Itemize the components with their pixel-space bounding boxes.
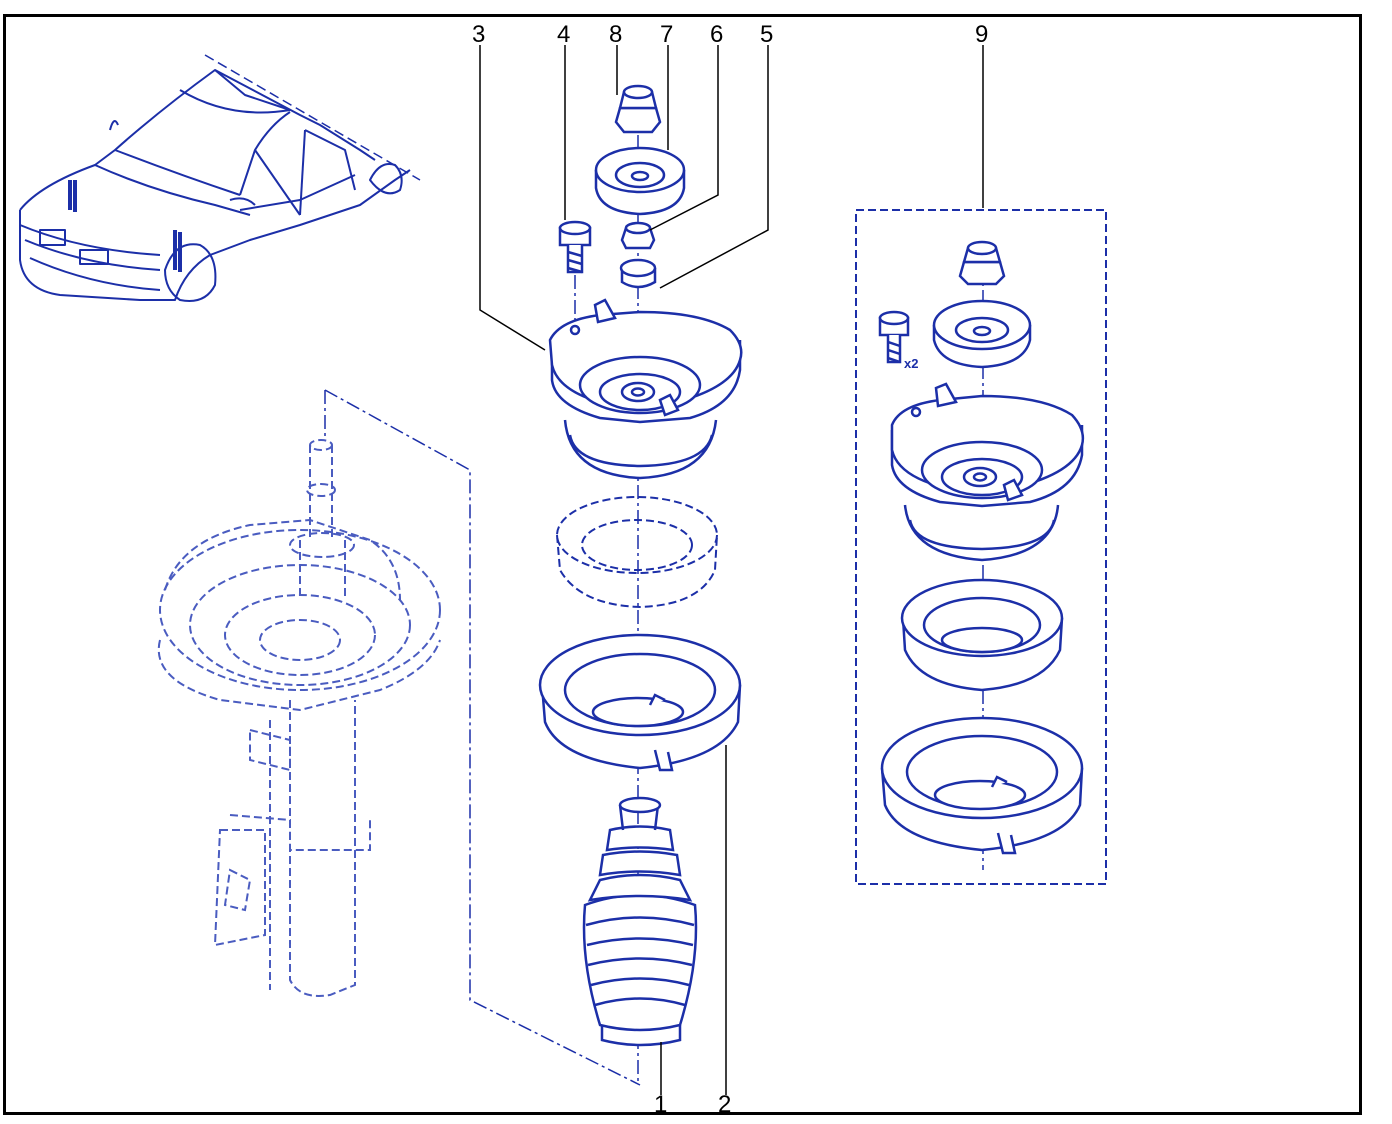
diagram-frame bbox=[3, 14, 1362, 1115]
nut-part-8 bbox=[614, 84, 662, 134]
strut-assembly-ghost bbox=[157, 389, 641, 1086]
callout-3: 3 bbox=[472, 21, 485, 48]
kit-quantity-label: x2 bbox=[904, 356, 918, 371]
bump-stop-part-1 bbox=[582, 796, 698, 1047]
kit-bolt bbox=[878, 310, 910, 364]
kit-box-part-9: x2 bbox=[855, 209, 1107, 885]
callout-1: 1 bbox=[654, 1091, 667, 1118]
kit-bearing-ring bbox=[880, 716, 1084, 855]
bearing-ring-part-2 bbox=[538, 633, 742, 772]
top-mount-part-3 bbox=[548, 298, 743, 480]
kit-cup-washer bbox=[932, 299, 1032, 369]
callout-numbers: 3 4 8 7 6 5 9 1 2 bbox=[472, 21, 988, 1118]
leader-lines bbox=[479, 45, 984, 1095]
spring-seat-ghost bbox=[556, 496, 718, 609]
spacer-part-6 bbox=[620, 221, 656, 250]
callout-2: 2 bbox=[718, 1091, 731, 1118]
car-locator-illustration bbox=[19, 54, 421, 302]
callout-7: 7 bbox=[660, 21, 673, 48]
bushing-part-5 bbox=[619, 258, 657, 289]
kit-top-mount bbox=[890, 382, 1085, 562]
kit-nut bbox=[958, 240, 1006, 286]
callout-4: 4 bbox=[557, 21, 570, 48]
kit-spring-seat bbox=[900, 578, 1064, 692]
callout-9: 9 bbox=[975, 21, 988, 48]
cup-washer-part-7 bbox=[594, 146, 686, 216]
callout-5: 5 bbox=[760, 21, 773, 48]
bolt-part-4 bbox=[558, 220, 592, 274]
callout-6: 6 bbox=[710, 21, 723, 48]
callout-8: 8 bbox=[609, 21, 622, 48]
